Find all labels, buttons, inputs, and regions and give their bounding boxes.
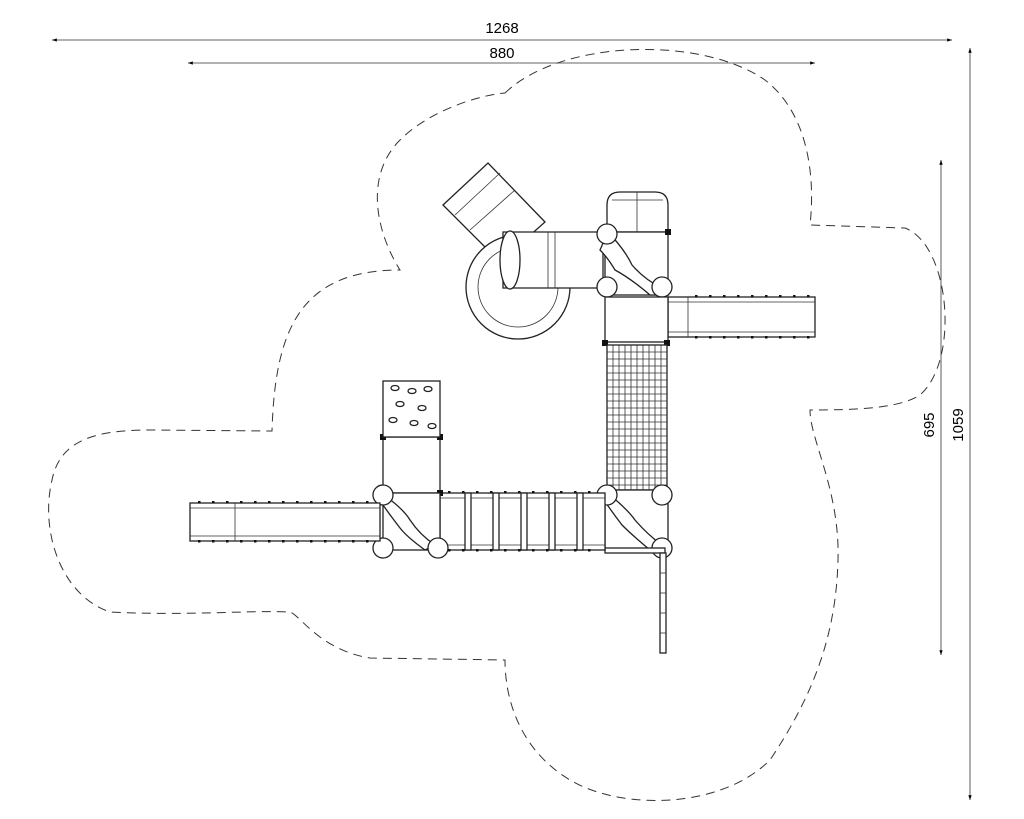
left-slide xyxy=(189,502,381,542)
ladder-down xyxy=(659,552,667,654)
safety-zone-outline xyxy=(48,48,946,801)
dimension-structure-depth: 695 xyxy=(921,160,943,655)
tower-top xyxy=(596,191,673,298)
dimension-overall-depth-label: 1059 xyxy=(950,408,967,441)
tower-bottom-right xyxy=(596,484,673,559)
dimension-overall-width-label: 1268 xyxy=(485,20,518,37)
climbing-wall xyxy=(382,380,441,438)
dimension-overall-depth: 1059 xyxy=(950,48,972,800)
rung-bridge xyxy=(439,492,606,551)
dimension-structure-depth-label: 695 xyxy=(921,412,938,437)
dimension-overall-width: 1268 xyxy=(52,20,952,42)
bridge-edge-marks xyxy=(198,295,810,552)
climbing-net xyxy=(606,344,668,491)
dimension-structure-width: 880 xyxy=(188,45,815,65)
right-slide xyxy=(667,296,816,338)
tube-slide xyxy=(442,162,604,340)
platform-middle xyxy=(602,296,670,346)
tower-left xyxy=(372,434,449,559)
dimension-structure-width-label: 880 xyxy=(489,45,514,62)
